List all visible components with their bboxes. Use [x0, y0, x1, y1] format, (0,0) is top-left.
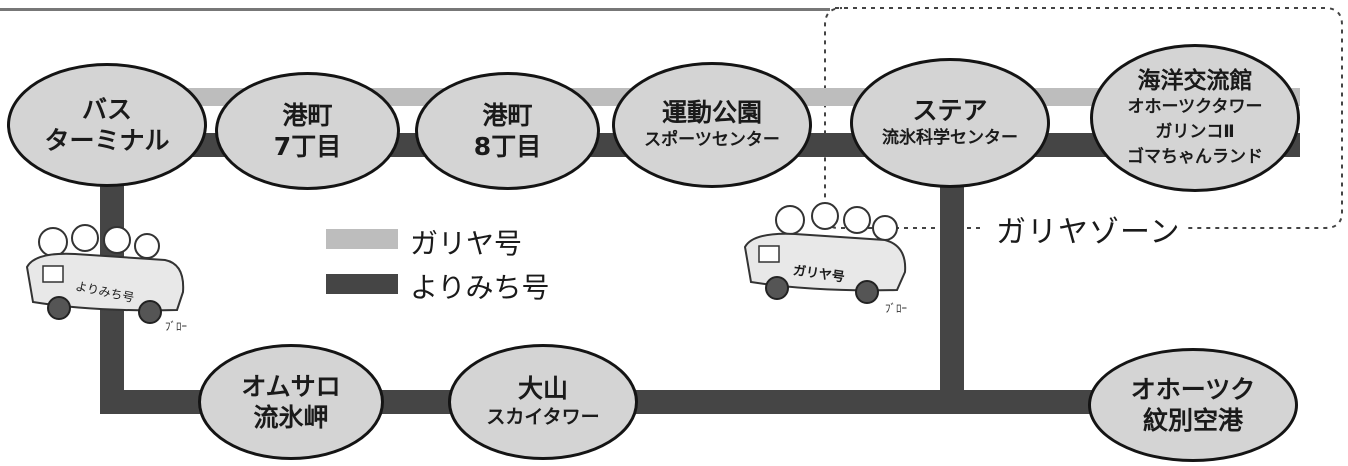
stop-bus-terminal-line2: ターミナル	[44, 126, 170, 155]
top-rule	[0, 8, 830, 11]
stop-sports-center[interactable]: 運動公園 スポーツセンター	[612, 62, 812, 188]
stop-minato-7-line1: 港町	[282, 100, 333, 130]
stop-steer-line1: ステア	[912, 96, 988, 126]
svg-text:ﾌﾞﾛｰ: ﾌﾞﾛｰ	[885, 302, 907, 315]
stop-minato-8-line2: 8丁目	[473, 132, 542, 161]
legend-yorimichi-label: よりみち号	[410, 271, 550, 304]
stop-bus-terminal-line1: バス	[81, 94, 132, 124]
stop-minato-7-line2: 7丁目	[273, 132, 342, 161]
stop-minato-7[interactable]: 港町 7丁目	[215, 72, 400, 190]
stop-sports-center-line2: スポーツセンター	[644, 130, 780, 151]
stop-kaiyo-koryukan[interactable]: 海洋交流館 オホーツクタワー ガリンコⅡ ゴマちゃんランド	[1090, 44, 1300, 192]
stop-kaiyo-line1: 海洋交流館	[1137, 67, 1253, 94]
stop-oyama-line2: スカイタワー	[486, 405, 600, 428]
stop-airport-line1: オホーツク	[1130, 374, 1256, 404]
bus-yorimichi-icon: ﾌﾞﾛｰ	[25, 224, 187, 333]
stop-steer-line2: 流氷科学センター	[882, 128, 1018, 149]
svg-text:ﾌﾞﾛｰ: ﾌﾞﾛｰ	[165, 320, 187, 333]
legend-yorimichi-swatch	[326, 274, 398, 294]
stop-oyama-line1: 大山	[517, 373, 568, 403]
bus-gariya-icon: ﾌﾞﾛｰ	[743, 202, 907, 315]
stop-kaiyo-line3: ガリンコⅡ	[1155, 122, 1235, 143]
stop-minato-8-line1: 港町	[482, 100, 533, 130]
stop-bus-terminal[interactable]: バス ターミナル	[7, 63, 207, 187]
stop-okhotsk-airport[interactable]: オホーツク 紋別空港	[1088, 348, 1298, 462]
stop-omusaro-line2: 流氷岬	[253, 403, 329, 432]
stop-steer[interactable]: ステア 流氷科学センター	[850, 58, 1050, 188]
legend-gariya-label: ガリヤ号	[410, 227, 523, 260]
stop-airport-line2: 紋別空港	[1142, 406, 1243, 435]
gariya-zone-label: ガリヤゾーン	[990, 207, 1187, 251]
stop-minato-8[interactable]: 港町 8丁目	[415, 72, 600, 190]
stop-omusaro[interactable]: オムサロ 流氷岬	[198, 344, 384, 460]
stop-omusaro-line1: オムサロ	[241, 371, 341, 401]
stop-oyama[interactable]: 大山 スカイタワー	[448, 344, 638, 460]
legend-gariya-swatch	[326, 229, 398, 249]
stop-kaiyo-line2: オホーツクタワー	[1127, 97, 1263, 118]
stop-kaiyo-line4: ゴマちゃんランド	[1127, 146, 1263, 167]
stop-sports-center-line1: 運動公園	[661, 98, 762, 128]
